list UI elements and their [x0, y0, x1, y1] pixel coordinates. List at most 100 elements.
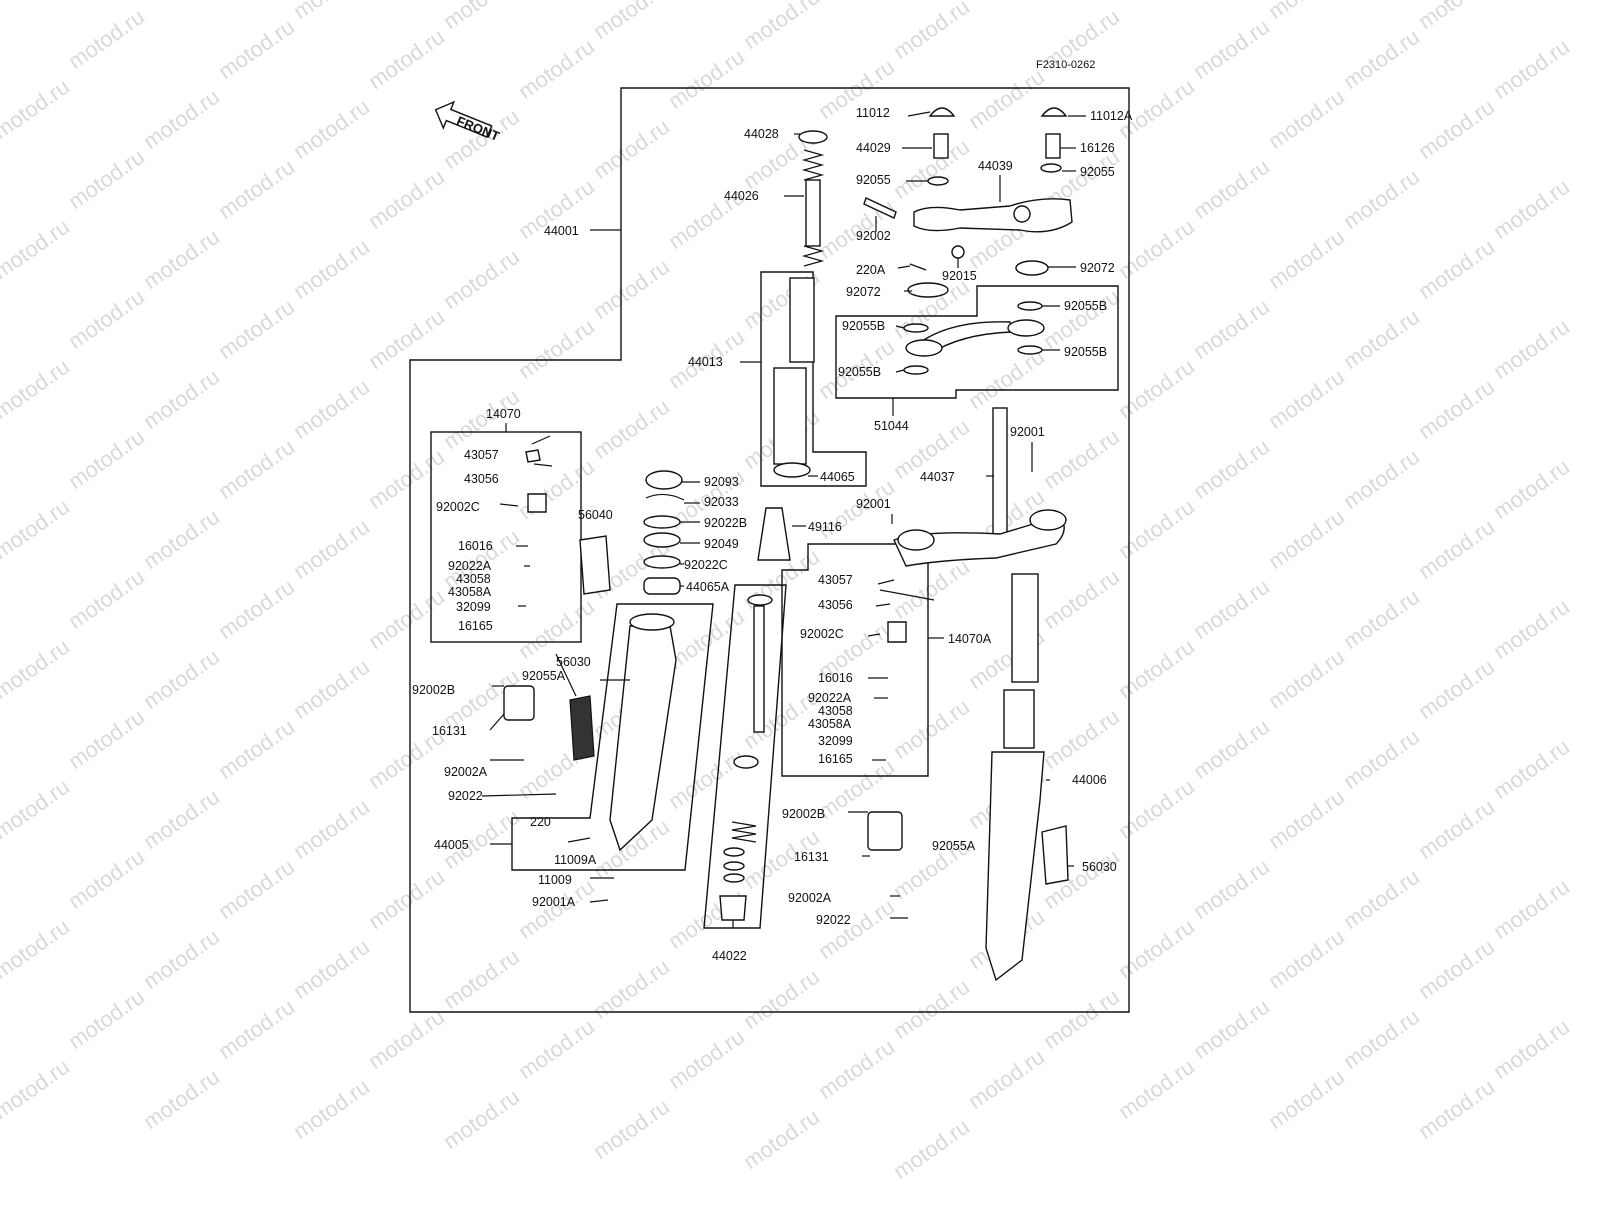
- oring-icon: [903, 365, 929, 375]
- watermark-text: motod.ru: [1114, 354, 1199, 424]
- boot-icon: [757, 507, 791, 561]
- part-label: 44013: [688, 355, 723, 369]
- watermark-text: motod.ru: [739, 964, 824, 1034]
- watermark-text: motod.ru: [214, 14, 299, 84]
- watermark-text: motod.ru: [1339, 584, 1424, 654]
- part-label: 56030: [556, 655, 591, 669]
- watermark-text: motod.ru: [364, 1004, 449, 1074]
- part-label: 92022: [448, 789, 483, 803]
- ring-icon: [723, 873, 745, 883]
- part-label: 92022: [816, 913, 851, 927]
- watermark-text: motod.ru: [1339, 1004, 1424, 1074]
- watermark-text: motod.ru: [1339, 724, 1424, 794]
- watermark-text: motod.ru: [364, 584, 449, 654]
- part-label: 92055B: [838, 365, 881, 379]
- watermark-text: motod.ru: [1489, 314, 1574, 384]
- watermark-text: motod.ru: [514, 34, 599, 104]
- part-label: 44037: [920, 470, 955, 484]
- part-label: 43058A: [808, 717, 852, 731]
- watermark-text: motod.ru: [964, 1044, 1049, 1114]
- watermark-text: motod.ru: [1039, 984, 1124, 1054]
- watermark-text: motod.ru: [1264, 504, 1349, 574]
- watermark-text: motod.ru: [1339, 864, 1424, 934]
- watermark-text: motod.ru: [889, 694, 974, 764]
- watermark-text: motod.ru: [1339, 444, 1424, 514]
- part-label: 43058A: [448, 585, 492, 599]
- part-label: 92055B: [842, 319, 885, 333]
- watermark-text: motod.ru: [139, 924, 224, 994]
- part-label: 16165: [458, 619, 493, 633]
- watermark-text: motod.ru: [289, 654, 374, 724]
- cap-11012a-icon: [1040, 107, 1068, 117]
- bracket-hole-icon: [1013, 205, 1031, 223]
- watermark-text: motod.ru: [1414, 654, 1499, 724]
- circlip-icon: [645, 493, 685, 501]
- part-label: 92002A: [444, 765, 488, 779]
- watermark-text: motod.ru: [889, 0, 974, 64]
- washer-icon: [643, 515, 681, 529]
- part-label: 92001A: [532, 895, 576, 909]
- watermark-text: motod.ru: [1264, 784, 1349, 854]
- part-label: 16126: [1080, 141, 1115, 155]
- anti-dive-icon: [867, 811, 903, 851]
- box-44013: [760, 271, 867, 487]
- ring-icon: [723, 847, 745, 857]
- part-label: 11012A: [1090, 109, 1133, 123]
- parts: [503, 107, 1073, 982]
- part-label: 92055A: [932, 839, 976, 853]
- watermark-text: motod.ru: [1414, 934, 1499, 1004]
- watermark-text: motod.ru: [0, 1054, 74, 1124]
- fork-tube-icon: [773, 367, 807, 465]
- oring-icon: [1040, 163, 1062, 173]
- watermark-text: motod.ru: [1414, 0, 1499, 34]
- watermark-text: motod.ru: [64, 284, 149, 354]
- watermark-text: motod.ru: [0, 74, 74, 144]
- watermark-text: motod.ru: [0, 494, 74, 564]
- watermark-text: motod.ru: [889, 974, 974, 1044]
- watermark-text: motod.ru: [1414, 514, 1499, 584]
- part-label: 16016: [818, 671, 853, 685]
- ring-icon: [723, 861, 745, 871]
- part-label: 44001: [544, 224, 579, 238]
- rod-top-icon: [747, 594, 773, 606]
- oil-seal-icon: [643, 532, 681, 548]
- washer-44028-icon: [798, 130, 828, 144]
- watermark-text: motod.ru: [214, 994, 299, 1064]
- part-label: 92001: [1010, 425, 1045, 439]
- watermark-text: motod.ru: [289, 794, 374, 864]
- watermark-text: motod.ru: [364, 304, 449, 374]
- part-label: 92002C: [436, 500, 480, 514]
- lower-bracket-icon: [893, 515, 1065, 567]
- watermark-text: motod.ru: [64, 564, 149, 634]
- watermark-text: motod.ru: [64, 704, 149, 774]
- watermark-text: motod.ru: [289, 0, 374, 24]
- oring-icon: [903, 323, 929, 333]
- valve-body-icon: [887, 621, 907, 643]
- part-label: 44006: [1072, 773, 1107, 787]
- box-51044: [835, 285, 1119, 399]
- bushing-44065-icon: [773, 462, 811, 478]
- damper-rod-icon: [753, 605, 765, 733]
- part-label: 43057: [464, 448, 499, 462]
- part-label: 16016: [458, 539, 493, 553]
- watermark-text: motod.ru: [1114, 494, 1199, 564]
- watermark-text: motod.ru: [739, 1104, 824, 1174]
- dust-seal-icon: [645, 470, 683, 490]
- watermark-text: motod.ru: [1114, 914, 1199, 984]
- tube-top-icon: [629, 613, 675, 631]
- watermark-text: motod.ru: [139, 364, 224, 434]
- part-label: 92002B: [782, 807, 825, 821]
- part-label: 43058: [818, 704, 853, 718]
- watermark-text: motod.ru: [1489, 874, 1574, 944]
- washer-icon: [643, 555, 681, 569]
- watermark-text: motod.ru: [1264, 0, 1349, 24]
- fork-tube-icon: [789, 277, 815, 363]
- part-label: 43056: [818, 598, 853, 612]
- watermark-text: motod.ru: [439, 244, 524, 314]
- part-labels: 11012 11012A 44028 44029 16126 44039 920…: [412, 106, 1133, 963]
- part-label: 51044: [874, 419, 909, 433]
- watermark-text: motod.ru: [0, 634, 74, 704]
- watermark-text: motod.ru: [214, 574, 299, 644]
